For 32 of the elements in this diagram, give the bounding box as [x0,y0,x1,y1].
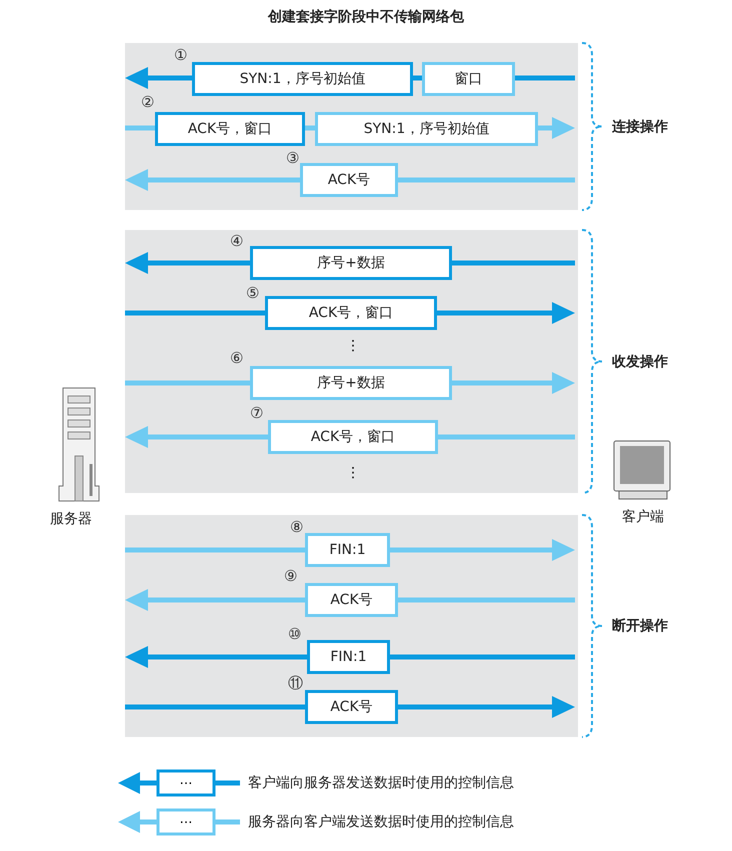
diagram-title: 创建套接字阶段中不传输网络包 [266,8,465,26]
ellipsis-text: … [178,773,194,788]
step-number: ① [174,46,188,64]
step-number: ⑪ [288,674,303,693]
step-number: ⑧ [290,518,304,536]
control-info-tag: 序号+数据 [250,366,452,400]
step-number: ⑨ [284,567,298,585]
ellipsis-text: … [178,812,194,827]
group-label: 断开操作 [612,617,668,635]
legend-text: 客户端向服务器发送数据时使用的控制信息 [248,774,514,792]
control-info-tag: FIN:1 [305,533,390,567]
step-number: ④ [230,232,244,250]
server-label: 服务器 [50,510,92,528]
control-info-tag: FIN:1 [307,640,390,674]
control-info-tag: ACK号，窗口 [268,420,438,454]
client-label: 客户端 [622,508,664,526]
continuation-dots: ⋮ [346,465,360,481]
step-number: ⑦ [250,404,264,422]
control-info-tag: ACK号，窗口 [265,296,437,330]
group-label: 收发操作 [612,352,668,370]
step-number: ⑩ [288,625,302,643]
control-info-tag: ACK号 [305,583,398,617]
step-number: ② [141,93,154,111]
group-label: 连接操作 [612,118,668,136]
step-number: ⑥ [230,349,244,367]
control-info-tag: ACK号 [300,163,398,197]
control-info-tag: ACK号 [305,690,398,724]
control-info-tag: 序号+数据 [250,246,452,280]
legend-text: 服务器向客户端发送数据时使用的控制信息 [248,813,514,831]
continuation-dots: ⋮ [346,338,360,354]
step-number: ⑤ [246,284,260,302]
step-number: ③ [286,149,300,167]
